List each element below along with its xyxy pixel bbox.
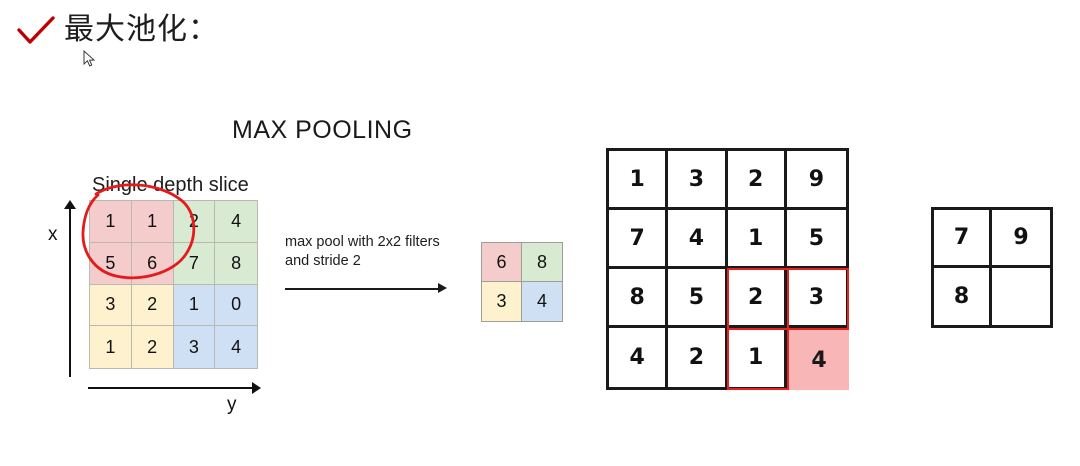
example-cell: 3: [786, 269, 846, 328]
slide-title: MAX POOLING: [232, 116, 413, 144]
result-cell: 9: [992, 210, 1050, 268]
result-cell: 7: [934, 210, 992, 268]
axis-y-line: [88, 387, 254, 389]
input-cell: 1: [90, 201, 132, 243]
example-cell: 9: [786, 151, 846, 210]
input-cell: 7: [173, 242, 216, 285]
result-cell: 8: [934, 267, 992, 325]
single-depth-slice-caption: Single depth slice: [92, 174, 249, 196]
output-cell: 3: [482, 282, 522, 321]
input-cell: 1: [131, 201, 174, 243]
example-cell: 4: [668, 210, 728, 269]
example-cell: 2: [668, 328, 728, 387]
example-cell: 1: [727, 210, 787, 269]
input-cell: 1: [90, 326, 132, 368]
input-cell: 3: [90, 284, 132, 327]
output-cell: 8: [522, 243, 562, 282]
output-cell: 6: [482, 243, 522, 282]
input-cell: 2: [131, 284, 174, 327]
example-cell: 3: [668, 151, 728, 210]
example-cell: 2: [727, 151, 787, 210]
example-cell: 5: [668, 269, 728, 328]
mouse-pointer-icon: [83, 50, 96, 67]
input-cell: 6: [131, 242, 174, 285]
pool-arrow-head-icon: [438, 283, 447, 293]
pool-operation-caption: max pool with 2x2 filters and stride 2: [285, 234, 440, 269]
input-cell: 2: [131, 326, 174, 368]
example-cell: 4: [609, 328, 669, 387]
input-cell: 5: [90, 242, 132, 285]
example-cell: 1: [728, 328, 787, 387]
check-mark-icon: [17, 16, 55, 44]
axis-x-line: [69, 205, 71, 377]
page-title: 最大池化：: [64, 12, 219, 47]
input-cell: 1: [173, 284, 216, 327]
pool-arrow-line: [285, 288, 441, 290]
input-cell: 0: [215, 284, 257, 327]
axis-y-arrowhead-icon: [252, 382, 261, 394]
output-cell: 4: [522, 282, 562, 321]
input-cell: 3: [173, 326, 216, 368]
example-cell: 5: [786, 210, 846, 269]
example-cell: 8: [609, 269, 669, 328]
axis-x-label: x: [48, 224, 58, 245]
input-cell: 2: [173, 201, 216, 243]
example-cell: 1: [609, 151, 669, 210]
result-cell: [992, 268, 1050, 326]
example-cell: 7: [609, 210, 669, 269]
axis-y-label: y: [227, 394, 237, 415]
example-cell: 2: [727, 269, 787, 328]
input-cell: 4: [215, 326, 257, 368]
input-cell: 8: [215, 242, 257, 285]
input-cell: 4: [215, 201, 257, 243]
axis-x-arrowhead-icon: [64, 200, 76, 209]
